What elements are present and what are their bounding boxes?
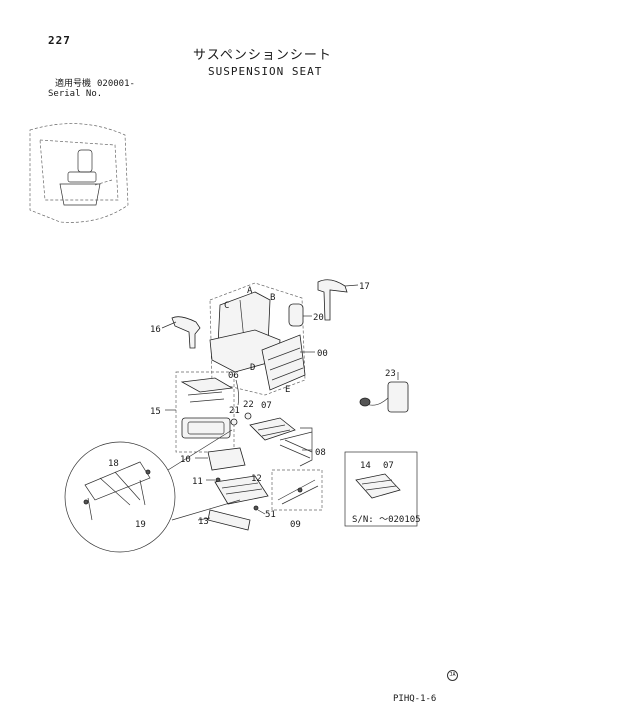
suspension-part-07 — [249, 417, 296, 441]
rail-cover — [181, 417, 231, 439]
title-japanese: サスペンションシート — [193, 48, 332, 63]
callout-A: A — [247, 286, 253, 296]
callout-51: 51 — [265, 510, 276, 520]
bracket-10 — [207, 447, 246, 471]
callout-13: 13 — [198, 517, 209, 527]
callout-12: 12 — [251, 474, 262, 484]
armrest-left — [171, 316, 201, 349]
callout-07: 07 — [261, 401, 272, 411]
control-box — [387, 381, 409, 413]
slide-rail — [207, 509, 251, 531]
page-number: 227 — [48, 34, 71, 47]
callout-E: E — [285, 385, 290, 395]
footer-code: PIHQ-1-6 — [393, 694, 437, 704]
callout-C: C — [224, 301, 229, 311]
cab-thumbnail — [29, 123, 129, 223]
armrest-right — [317, 279, 348, 321]
serial-range-note: S/N: ～020105 — [352, 515, 421, 525]
callout-15: 15 — [150, 407, 161, 417]
callout-14-inset: 14 — [360, 461, 371, 471]
callout-10: 10 — [180, 455, 191, 465]
suspension-base — [214, 475, 269, 505]
circle-mark: JA — [447, 670, 458, 681]
title-english: SUSPENSION SEAT — [208, 65, 323, 78]
callout-08: 08 — [315, 448, 326, 458]
callout-19: 19 — [135, 520, 146, 530]
headrest — [288, 303, 304, 327]
serial-label-japanese: 適用号機 — [55, 79, 92, 89]
seat-frame — [261, 334, 306, 391]
rail-assembly-outline — [175, 371, 235, 453]
serial-label-english: Serial No. — [48, 89, 103, 99]
callout-21: 21 — [229, 406, 240, 416]
part-09-outline — [271, 469, 323, 511]
callout-B: B — [270, 293, 275, 303]
callout-09: 09 — [290, 520, 301, 530]
callout-18: 18 — [108, 459, 119, 469]
callout-20: 20 — [313, 313, 324, 323]
callout-22: 22 — [243, 400, 254, 410]
callout-16: 16 — [150, 325, 161, 335]
callout-07-inset: 07 — [383, 461, 394, 471]
serial-value: 020001- — [97, 79, 135, 89]
callout-D: D — [250, 363, 255, 373]
callout-00: 00 — [317, 349, 328, 359]
callout-06: 06 — [228, 371, 239, 381]
callout-17: 17 — [359, 282, 370, 292]
callout-11: 11 — [192, 477, 203, 487]
callout-23: 23 — [385, 369, 396, 379]
detail-circle — [64, 441, 176, 553]
sn-inset-box — [344, 451, 418, 527]
